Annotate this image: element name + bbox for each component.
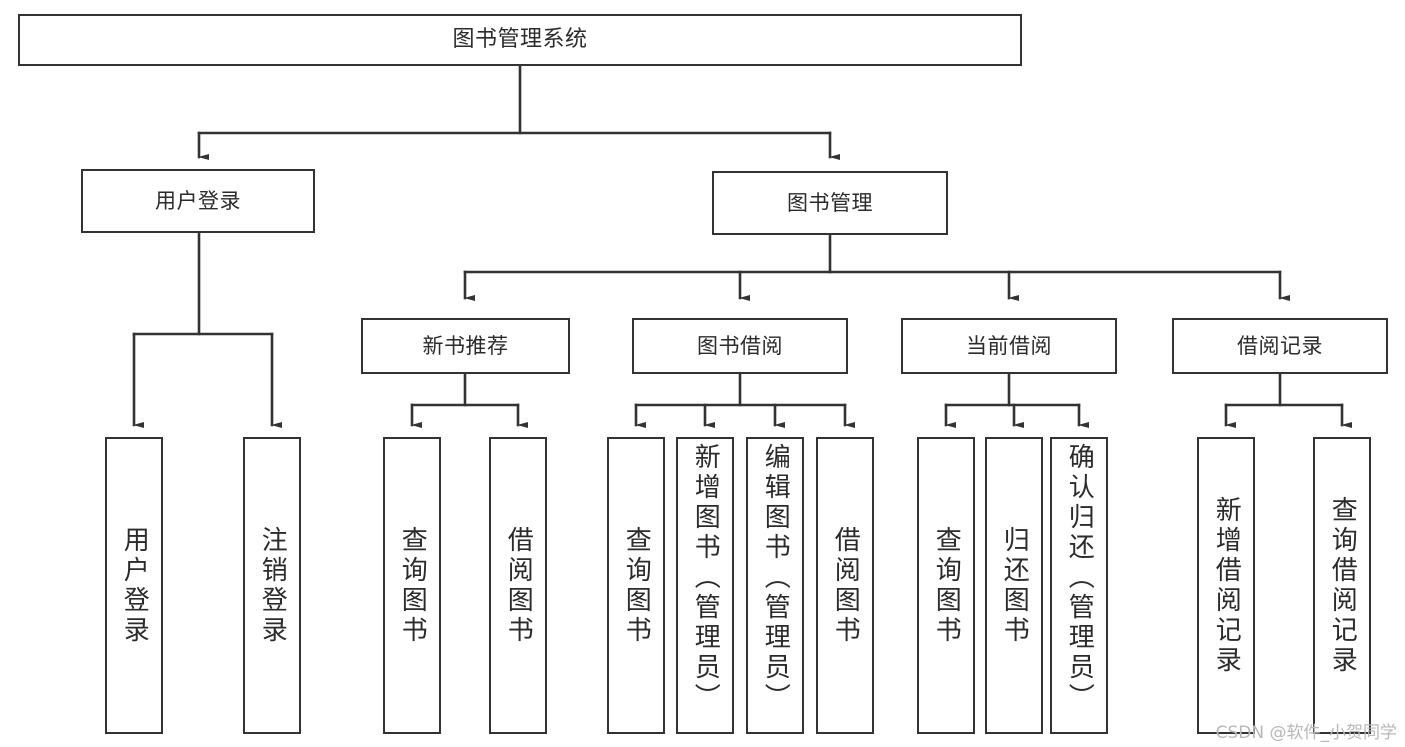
node-label: 图书管理 bbox=[787, 190, 873, 215]
leaf-user-login[interactable]: 用户登录 bbox=[105, 437, 163, 734]
leaf-borrow-book-recommend[interactable]: 借阅图书 bbox=[489, 437, 547, 734]
node-label: 借阅记录 bbox=[1237, 333, 1323, 358]
node-user-login[interactable]: 用户登录 bbox=[81, 169, 315, 233]
node-label: 当前借阅 bbox=[966, 333, 1052, 358]
node-label: 新增图书（管理员） bbox=[690, 443, 721, 713]
leaf-edit-book[interactable]: 编辑图书（管理员） bbox=[746, 437, 804, 734]
node-label: 新增借阅记录 bbox=[1211, 495, 1242, 676]
node-label: 确认归还（管理员） bbox=[1064, 443, 1095, 713]
leaf-query-book-recommend[interactable]: 查询图书 bbox=[383, 437, 441, 734]
node-label: 用户登录 bbox=[155, 188, 241, 213]
node-label: 编辑图书（管理员） bbox=[760, 443, 791, 713]
node-borrow-record[interactable]: 借阅记录 bbox=[1172, 318, 1388, 374]
node-book-borrow[interactable]: 图书借阅 bbox=[632, 318, 848, 374]
node-label: 归还图书 bbox=[999, 525, 1030, 646]
leaf-query-borrow-record[interactable]: 查询借阅记录 bbox=[1313, 437, 1371, 734]
node-label: 图书管理系统 bbox=[452, 27, 588, 53]
leaf-user-logout[interactable]: 注销登录 bbox=[243, 437, 301, 734]
node-root-system[interactable]: 图书管理系统 bbox=[18, 14, 1022, 66]
leaf-return-book[interactable]: 归还图书 bbox=[985, 437, 1043, 734]
leaf-confirm-return[interactable]: 确认归还（管理员） bbox=[1050, 437, 1108, 734]
leaf-add-borrow-record[interactable]: 新增借阅记录 bbox=[1197, 437, 1255, 734]
node-label: 查询借阅记录 bbox=[1327, 495, 1358, 676]
node-label: 查询图书 bbox=[397, 525, 428, 646]
leaf-query-book-current[interactable]: 查询图书 bbox=[917, 437, 975, 734]
node-label: 查询图书 bbox=[931, 525, 962, 646]
node-label: 新书推荐 bbox=[422, 333, 509, 358]
node-label: 借阅图书 bbox=[830, 525, 861, 646]
node-label: 注销登录 bbox=[257, 525, 288, 646]
node-new-book-recommend[interactable]: 新书推荐 bbox=[361, 318, 570, 374]
node-current-borrow[interactable]: 当前借阅 bbox=[901, 318, 1117, 374]
node-label: 图书借阅 bbox=[697, 333, 783, 358]
node-label: 借阅图书 bbox=[503, 525, 534, 646]
node-label: 查询图书 bbox=[621, 525, 652, 646]
node-label: 用户登录 bbox=[119, 525, 150, 646]
leaf-borrow-book[interactable]: 借阅图书 bbox=[816, 437, 874, 734]
leaf-query-book-borrow[interactable]: 查询图书 bbox=[607, 437, 665, 734]
node-book-management[interactable]: 图书管理 bbox=[712, 171, 948, 235]
leaf-add-book[interactable]: 新增图书（管理员） bbox=[676, 437, 734, 734]
